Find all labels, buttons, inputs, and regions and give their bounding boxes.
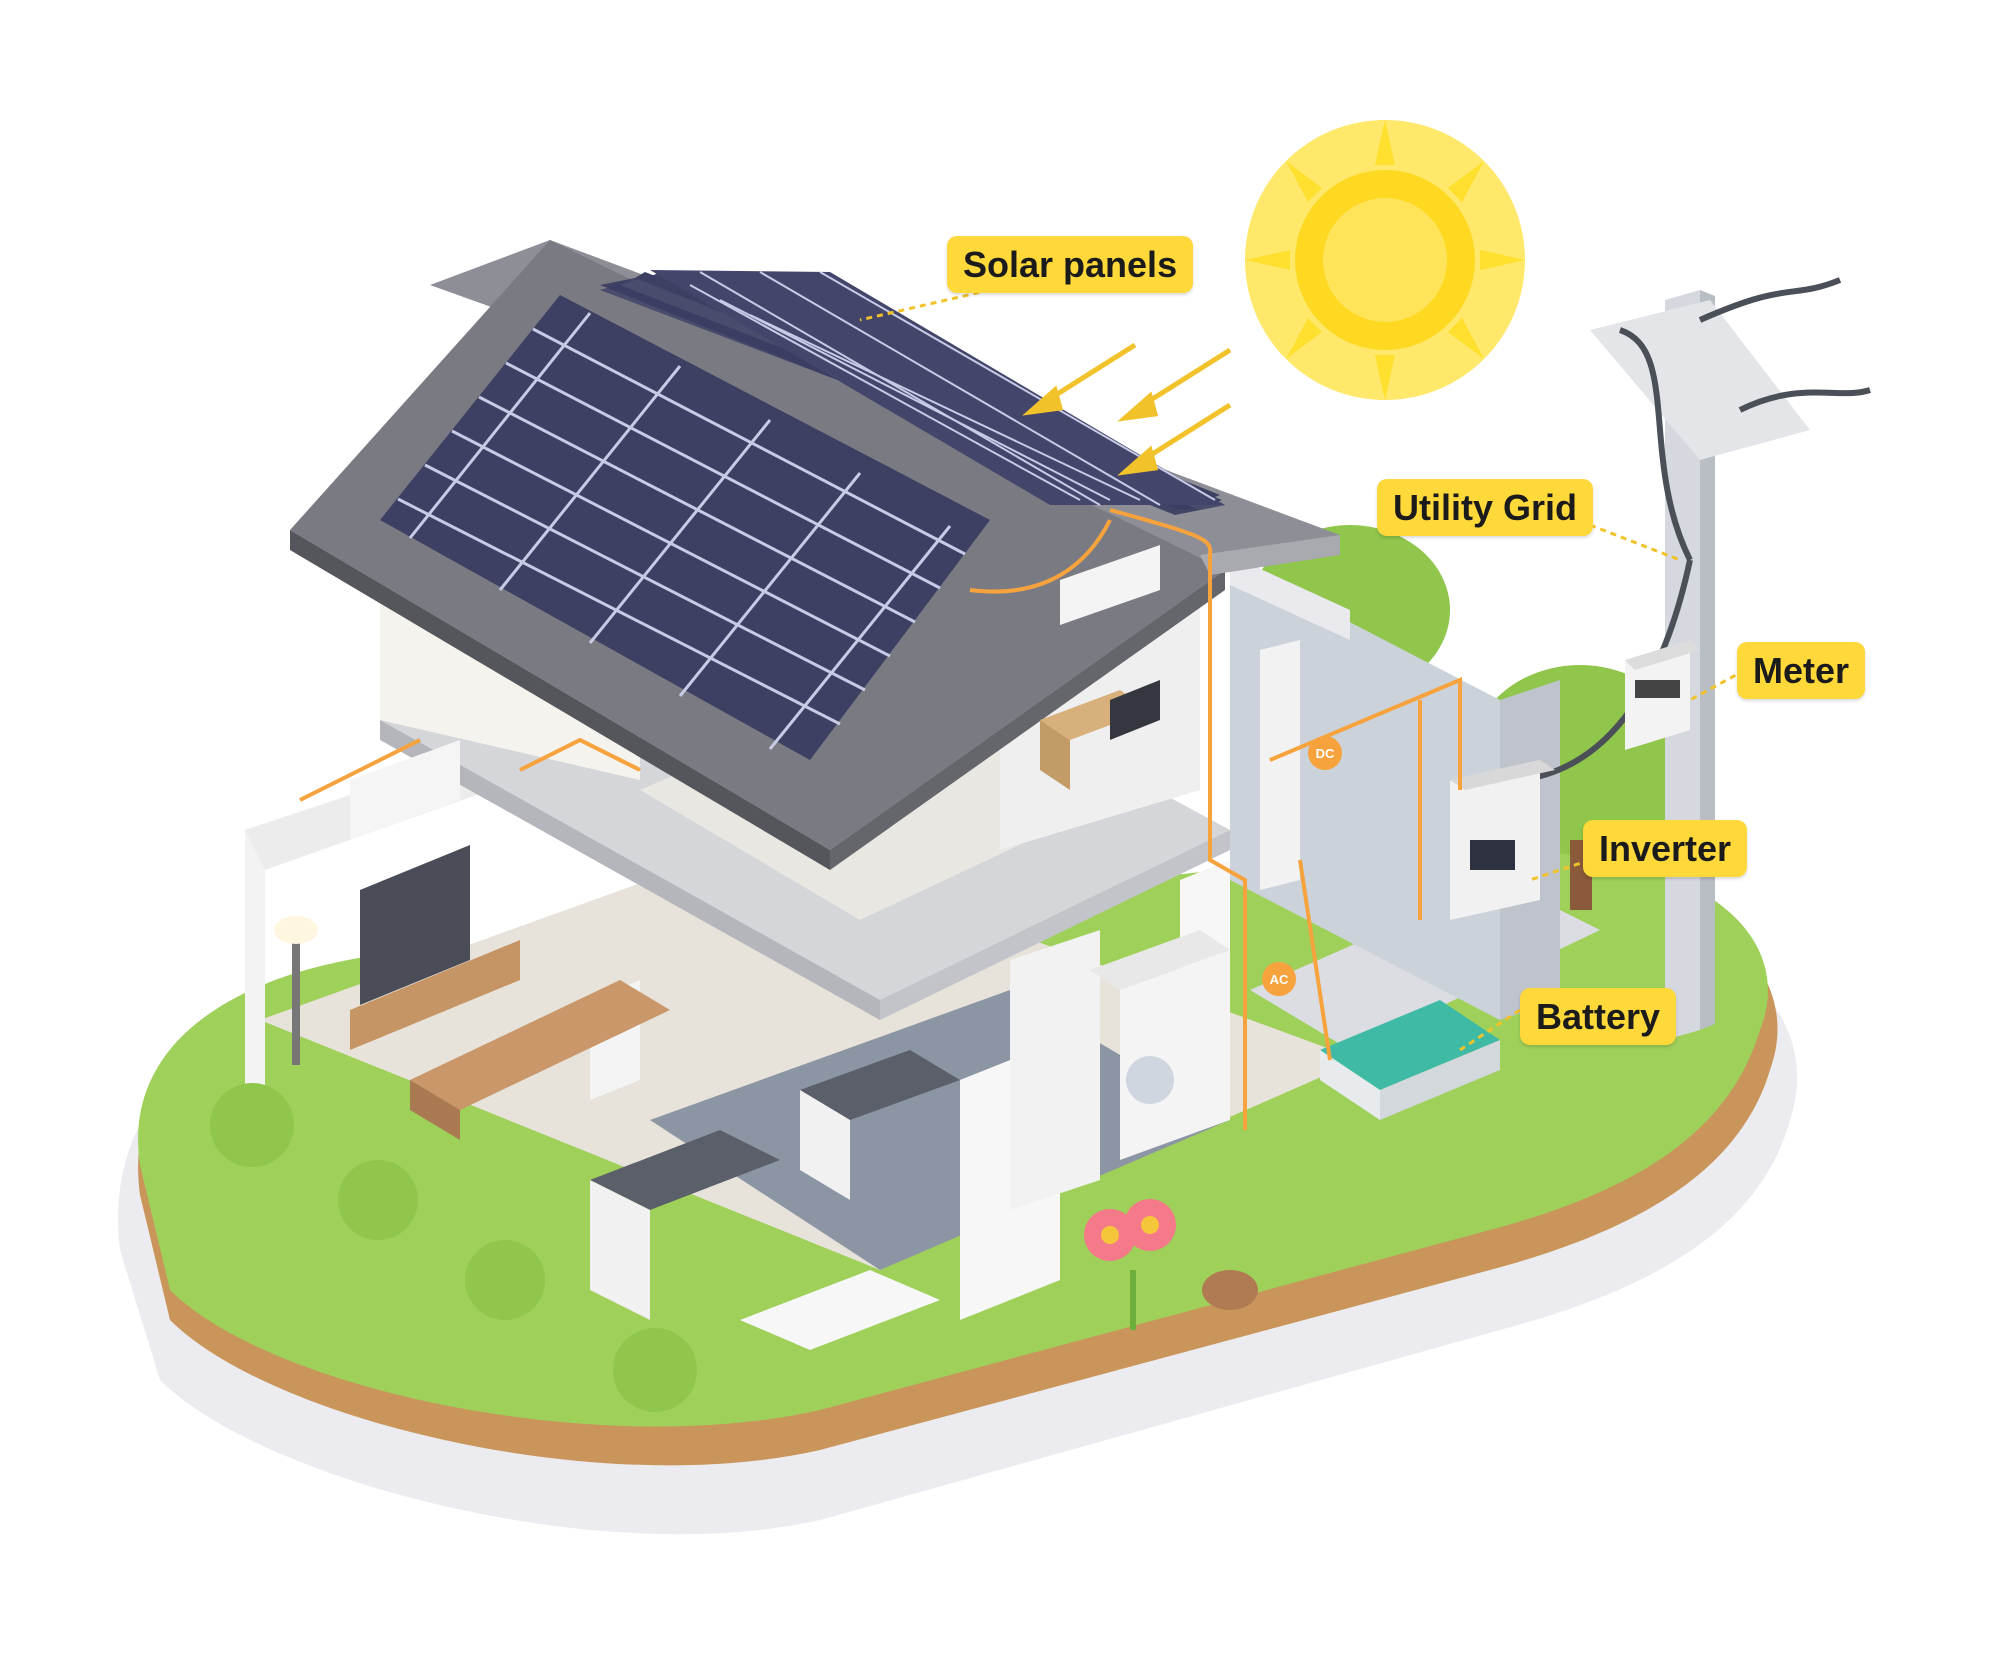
dc-badge: DC xyxy=(1308,736,1342,770)
label-inverter: Inverter xyxy=(1583,820,1748,878)
bedroom xyxy=(1040,545,1160,790)
living-room xyxy=(274,740,670,1140)
label-utility-grid: Utility Grid xyxy=(1377,479,1594,537)
inverter-box xyxy=(1450,760,1555,920)
meter-box xyxy=(1625,640,1700,750)
flower xyxy=(1084,1199,1258,1330)
wiring xyxy=(299,508,1462,1130)
sunlight-arrows xyxy=(1022,342,1232,476)
battery-pack xyxy=(1320,1000,1500,1120)
label-solar-panels: Solar panels xyxy=(947,236,1194,294)
sun xyxy=(1245,120,1525,400)
callout-leaders xyxy=(859,288,1746,1052)
label-battery: Battery xyxy=(1520,988,1677,1046)
ac-badge: AC xyxy=(1262,962,1296,996)
shrubs xyxy=(210,1083,697,1412)
solar-panel-array-top xyxy=(635,270,1225,506)
kitchen xyxy=(590,930,1230,1350)
label-meter: Meter xyxy=(1737,642,1866,700)
